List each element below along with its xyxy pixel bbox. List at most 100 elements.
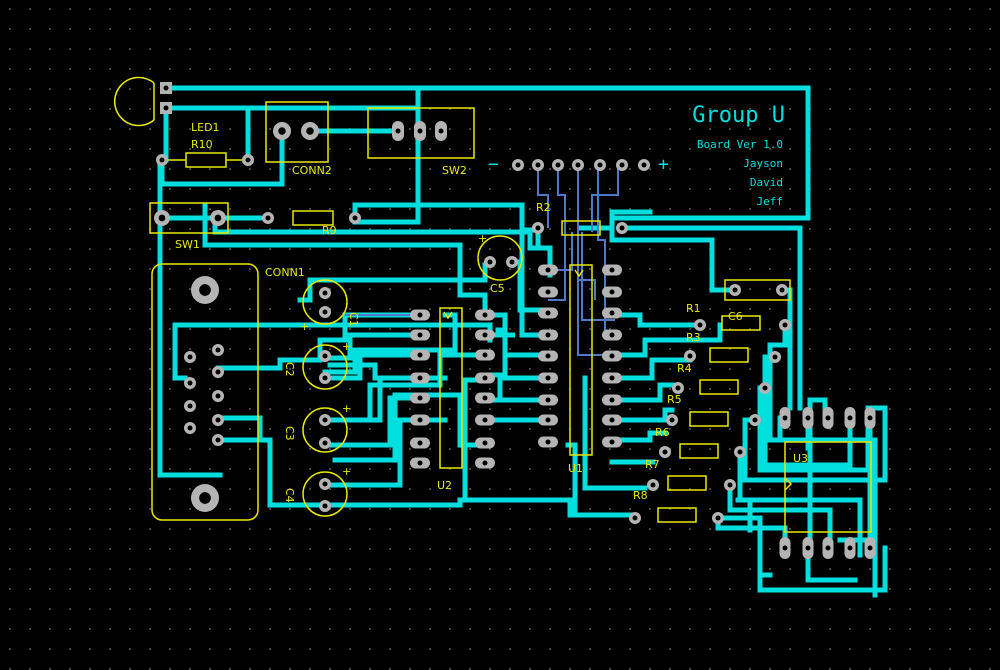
pad-hole [575, 162, 581, 168]
pad-hole [163, 105, 169, 111]
pad-hole [482, 375, 488, 381]
pad-hole [215, 369, 221, 375]
pad-hole [515, 162, 521, 168]
pad-hole [632, 515, 638, 521]
labels: Group U Board Ver 1.0 Jayson David Jeff … [175, 103, 808, 503]
pad-hole [245, 157, 251, 163]
pad-hole [159, 157, 165, 163]
pad-hole [727, 482, 733, 488]
pad-hole [322, 353, 328, 359]
pad-hole [867, 415, 873, 421]
c2-outline [302, 344, 348, 390]
pad-hole [609, 439, 615, 445]
r4-outline [699, 379, 739, 395]
pad-hole [199, 284, 211, 296]
pad-hole [609, 289, 615, 295]
pad-hole [597, 162, 603, 168]
pad-hole [609, 417, 615, 423]
pad-hole [187, 425, 193, 431]
label-sw2: SW2 [442, 164, 467, 177]
pad-hole [545, 375, 551, 381]
u1-outline [569, 264, 593, 456]
label-r6: R6 [655, 426, 670, 439]
pad-hole [417, 352, 423, 358]
pad-hole [715, 515, 721, 521]
pad-hole [322, 440, 328, 446]
sw1-outline [149, 202, 229, 234]
pad-hole [482, 395, 488, 401]
pad-hole [609, 375, 615, 381]
r7-outline [667, 475, 707, 491]
r6-outline [679, 443, 719, 459]
pad-hole [825, 415, 831, 421]
c4-outline [302, 471, 348, 517]
pad-hole [215, 437, 221, 443]
pad-hole [669, 417, 675, 423]
label-r7: R7 [645, 458, 660, 471]
pad-hole [187, 403, 193, 409]
pad-hole [482, 352, 488, 358]
sw2-outline [367, 107, 475, 159]
plus-mark-c1: + [300, 320, 309, 333]
label-conn2: CONN2 [292, 164, 332, 177]
label-c5: C5 [490, 282, 505, 295]
pad-hole [847, 545, 853, 551]
label-r2: R2 [536, 201, 551, 214]
pad-hole [352, 215, 358, 221]
pad-hole [619, 225, 625, 231]
label-led1: LED1 [191, 121, 220, 134]
label-r10: R10 [191, 138, 213, 151]
pad-hole [214, 214, 222, 222]
pad-hole [782, 322, 788, 328]
pad-hole [650, 482, 656, 488]
pad-hole [805, 545, 811, 551]
pad-hole [609, 353, 615, 359]
label-r3: R3 [686, 331, 701, 344]
pad-hole [199, 492, 211, 504]
led1-outline [114, 76, 155, 127]
pad-hole [322, 375, 328, 381]
c5-outline [477, 235, 523, 281]
pad-hole [417, 375, 423, 381]
pad-hole [509, 259, 515, 265]
plus-label: + [658, 154, 669, 175]
label-conn1: CONN1 [265, 266, 305, 279]
label-u3: U3 [793, 452, 808, 465]
pad-hole [779, 287, 785, 293]
board-version: Board Ver 1.0 [697, 138, 783, 151]
pad-hole [487, 259, 493, 265]
pad-hole [847, 415, 853, 421]
pad-hole [482, 417, 488, 423]
pad-hole [545, 439, 551, 445]
pad-hole [482, 460, 488, 466]
pad-hole [697, 322, 703, 328]
pad-hole [535, 162, 541, 168]
silkscreen [114, 76, 872, 533]
author-3: Jeff [757, 195, 784, 208]
label-c1: C1 [347, 312, 360, 327]
pad-hole [215, 347, 221, 353]
pad-hole [417, 312, 423, 318]
pad-hole [265, 215, 271, 221]
pad-hole [545, 289, 551, 295]
label-r9: R9 [322, 224, 337, 237]
r8-outline [657, 507, 697, 523]
label-r4: R4 [677, 362, 692, 375]
pad-hole [306, 127, 314, 135]
pad-hole [545, 267, 551, 273]
pad-hole [482, 440, 488, 446]
pad-hole [545, 417, 551, 423]
plus-mark-c4: + [342, 465, 351, 478]
pad-hole [619, 162, 625, 168]
pad-hole [609, 310, 615, 316]
pad-hole [417, 332, 423, 338]
conn2-outline [265, 101, 329, 163]
pad-hole [163, 85, 169, 91]
r2-outline [561, 220, 601, 236]
label-r5: R5 [667, 393, 682, 406]
pad-hole [752, 417, 758, 423]
label-c2: C2 [283, 362, 296, 377]
plus-mark-c3: + [342, 402, 351, 415]
pad-hole [732, 287, 738, 293]
